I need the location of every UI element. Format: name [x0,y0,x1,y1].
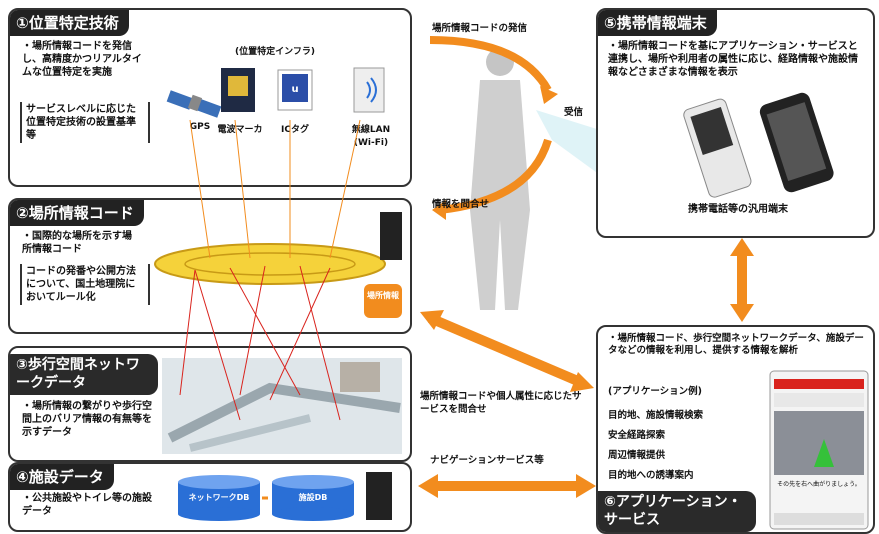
panel-title: ④施設データ [10,464,114,490]
navigation-label: ナビゲーションサービス等 [430,455,544,466]
service-query-arrow [428,313,582,387]
network-db-icon [178,475,260,521]
feature-phone-icon [683,98,752,198]
app-list-item: 目的地、施設情報検索 [608,410,704,421]
panel-application-service: ・場所情報コード、歩行空間ネットワークデータ、施設データなどの情報を利用し、提供… [596,325,875,534]
phone-instruction: その先を右へ曲がりましょう。 [777,481,861,488]
infra-label: (位置特定インフラ) [235,47,315,57]
service-query-label: 場所情報コードや個人属性に応じたサービスを問合せ [420,391,582,415]
facility-db-icon [272,475,354,521]
server-label: 場所情報 [367,291,399,300]
query-arrow [439,138,552,214]
infra-item-wireless-lan: 無線LAN [351,125,391,135]
app-list-item: 周辺情報提供 [608,450,666,461]
send-arrow [429,36,552,93]
infra-item-ic-tag: ICタグ [281,125,309,135]
app-list-item: 安全経路探索 [608,430,666,441]
server-icon [380,212,402,260]
infra-illustrations: u [166,67,385,118]
panel-facility-data: ④施設データ ・公共施設やトイレ等の施設データ ネットワークDB 施設DB [8,462,412,532]
database-illustration [178,472,392,521]
satellite-icon [166,90,222,118]
network-db-label: ネットワークDB [188,493,250,502]
receive-label: 受信 [564,107,584,118]
panel-description: ・場所情報の繋がりや歩行空間上のバリア情報の有無等を示すデータ [22,401,152,438]
app-list-item: 目的地への誘導案内 [608,470,694,481]
query-label: 情報を問合せ [432,199,490,210]
panel-description: ・公共施設やトイレ等の施設データ [22,493,152,517]
send-label: 場所情報コードの発信 [432,23,528,34]
panel-note: コードの発番や公開方法について、国土地理院においてルール化 [20,264,150,305]
ic-tag-icon: u [277,69,313,111]
terminal-caption: 携帯電話等の汎用端末 [688,204,788,215]
panel-title: ②場所情報コード [10,200,144,226]
panel-mobile-terminal: ⑤携帯情報端末 ・場所情報コードを基にアプリケーション・サービスと連携し、場所や… [596,8,875,238]
app-list-header: (アプリケーション例) [608,386,702,397]
phones-illustration [683,92,834,198]
svg-text:u: u [291,84,298,95]
infra-item-wifi-sub: (Wi-Fi) [353,138,389,148]
panel-description: ・場所情報コードを発信し、高精度かつリアルタイムな位置特定を実施 [22,41,142,78]
panel-title: ⑥アプリケーション・サービス [598,491,756,532]
server-box-icon [364,284,402,318]
facility-db-label: 施設DB [298,493,328,502]
app-phone-illustration [769,370,869,530]
panel-title: ①位置特定技術 [10,10,129,36]
panel-description: ・場所情報コードを基にアプリケーション・サービスと連携し、場所や利用者の属性に応… [608,41,858,78]
wireless-lan-icon [353,67,385,113]
radio-marker-icon [221,68,255,112]
db-server-icon [366,472,392,520]
panel-note: サービスレベルに応じた位置特定技術の設置基準等 [20,102,150,143]
panel-title: ③歩行空間ネットワークデータ [10,354,158,395]
smartphone-icon [759,92,834,193]
signal-beam [536,110,600,175]
panel-description: ・国際的な場所を示す場所情報コード [22,231,132,255]
panel-title: ⑤携帯情報端末 [598,10,717,36]
panel-description: ・場所情報コード、歩行空間ネットワークデータ、施設データなどの情報を利用し、提供… [608,333,864,356]
